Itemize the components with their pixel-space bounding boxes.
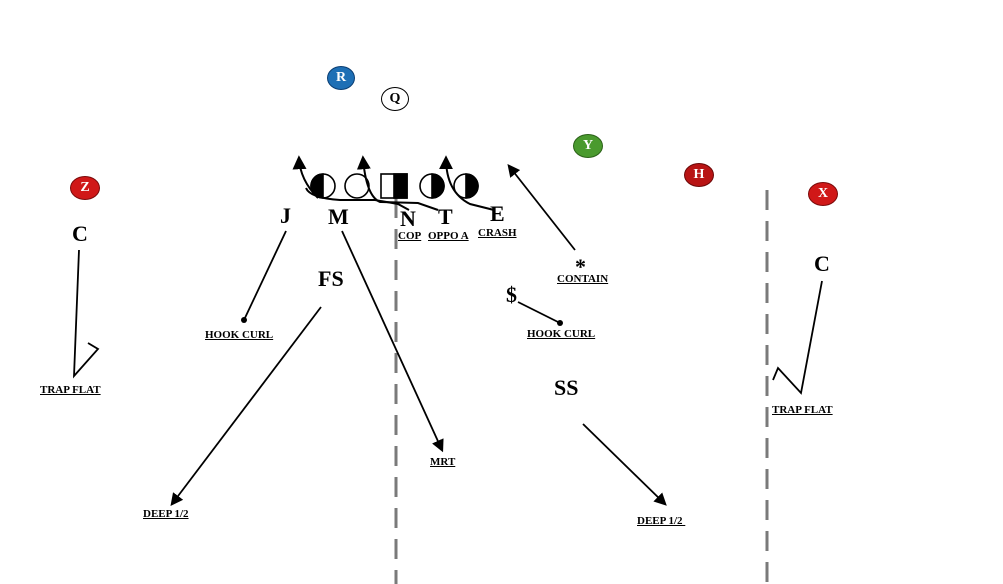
assignment-hook-curl-right: HOOK CURL (527, 328, 596, 340)
defender-j: J (280, 203, 291, 228)
offense-r-badge: R (327, 66, 355, 90)
assignment-hook-curl-left: HOOK CURL (205, 329, 274, 341)
offense-q-badge: Q (381, 87, 409, 111)
fs-deep-half-arrow (170, 306, 322, 507)
defender-ss: SS (554, 375, 579, 400)
assignment-crash: CRASH (478, 227, 517, 239)
j-hook-curl-dot (241, 317, 247, 323)
assignment-deep-half-right: DEEP 1/2 (637, 515, 686, 527)
assignment-oppo-a: OPPO A (428, 230, 469, 242)
offense-y-badge: Y (573, 134, 603, 158)
lineman-right-tackle (453, 173, 479, 199)
right-c-trap-flat-path (772, 280, 823, 395)
offense-x-badge: X (808, 182, 838, 206)
t-stunt-path (356, 155, 439, 211)
defender-t: T (438, 204, 453, 229)
assignment-cop: COP (398, 230, 422, 242)
j-hook-curl-line (243, 230, 287, 321)
offense-z-badge: Z (70, 176, 100, 200)
assignment-mrt: MRT (430, 456, 456, 468)
defender-fs: FS (318, 266, 344, 291)
defender-star: * (575, 254, 586, 279)
assignment-trap-flat-left: TRAP FLAT (40, 384, 101, 396)
defender-c-right: C (814, 251, 830, 276)
e-crash-path (439, 155, 495, 211)
n-stunt-path (305, 187, 410, 211)
assignment-contain: CONTAIN (557, 273, 609, 285)
defender-m: M (328, 204, 349, 229)
defender-n: N (400, 206, 416, 231)
coverage-lines (73, 164, 823, 507)
lineman-center (380, 173, 408, 199)
defender-dollar: $ (506, 282, 517, 307)
offensive-line (310, 173, 479, 199)
m-mrt-arrow (341, 230, 444, 453)
dollar-hook-curl-line (517, 301, 561, 324)
assignment-trap-flat-right: TRAP FLAT (772, 404, 833, 416)
left-c-trap-flat-path (73, 249, 100, 379)
defender-e: E (490, 201, 505, 226)
dl-paths (292, 155, 495, 211)
contain-arrow (507, 164, 576, 251)
lineman-right-guard (419, 173, 445, 199)
assignment-deep-half-left: DEEP 1/2 (143, 508, 189, 520)
lineman-left-tackle (310, 173, 336, 199)
defender-c-left: C (72, 221, 88, 246)
ss-deep-half-arrow (582, 423, 667, 506)
offense-h-badge: H (684, 163, 714, 187)
dollar-hook-curl-dot (557, 320, 563, 326)
